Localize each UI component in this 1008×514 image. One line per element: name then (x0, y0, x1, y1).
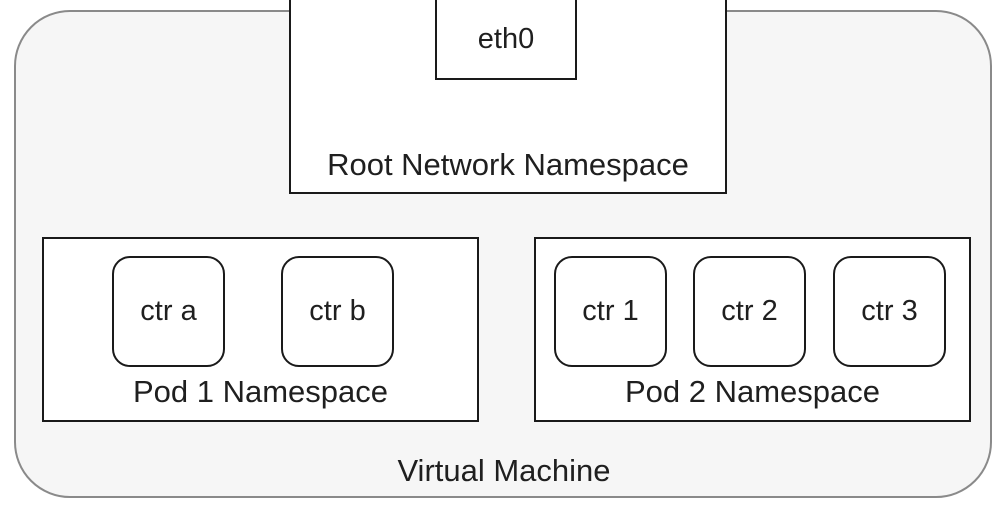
container-ctr-a: ctr a (112, 256, 225, 367)
virtual-machine-label: Virtual Machine (397, 453, 611, 488)
container-label: ctr 3 (861, 295, 918, 327)
container-ctr-1: ctr 1 (554, 256, 667, 367)
container-label: ctr a (140, 295, 197, 327)
pod-2-namespace-label: Pod 2 Namespace (624, 374, 881, 409)
container-ctr-b: ctr b (281, 256, 394, 367)
pod-1-namespace-label: Pod 1 Namespace (132, 374, 389, 409)
container-label: ctr 1 (582, 295, 639, 327)
eth0-label: eth0 (477, 22, 535, 55)
container-label: ctr 2 (721, 295, 778, 327)
eth0-interface-box: eth0 (435, 0, 577, 80)
container-ctr-2: ctr 2 (693, 256, 806, 367)
container-ctr-3: ctr 3 (833, 256, 946, 367)
pod-1-namespace-box: Pod 1 Namespace (42, 237, 479, 422)
root-network-namespace-label: Root Network Namespace (327, 147, 689, 182)
container-label: ctr b (309, 295, 366, 327)
